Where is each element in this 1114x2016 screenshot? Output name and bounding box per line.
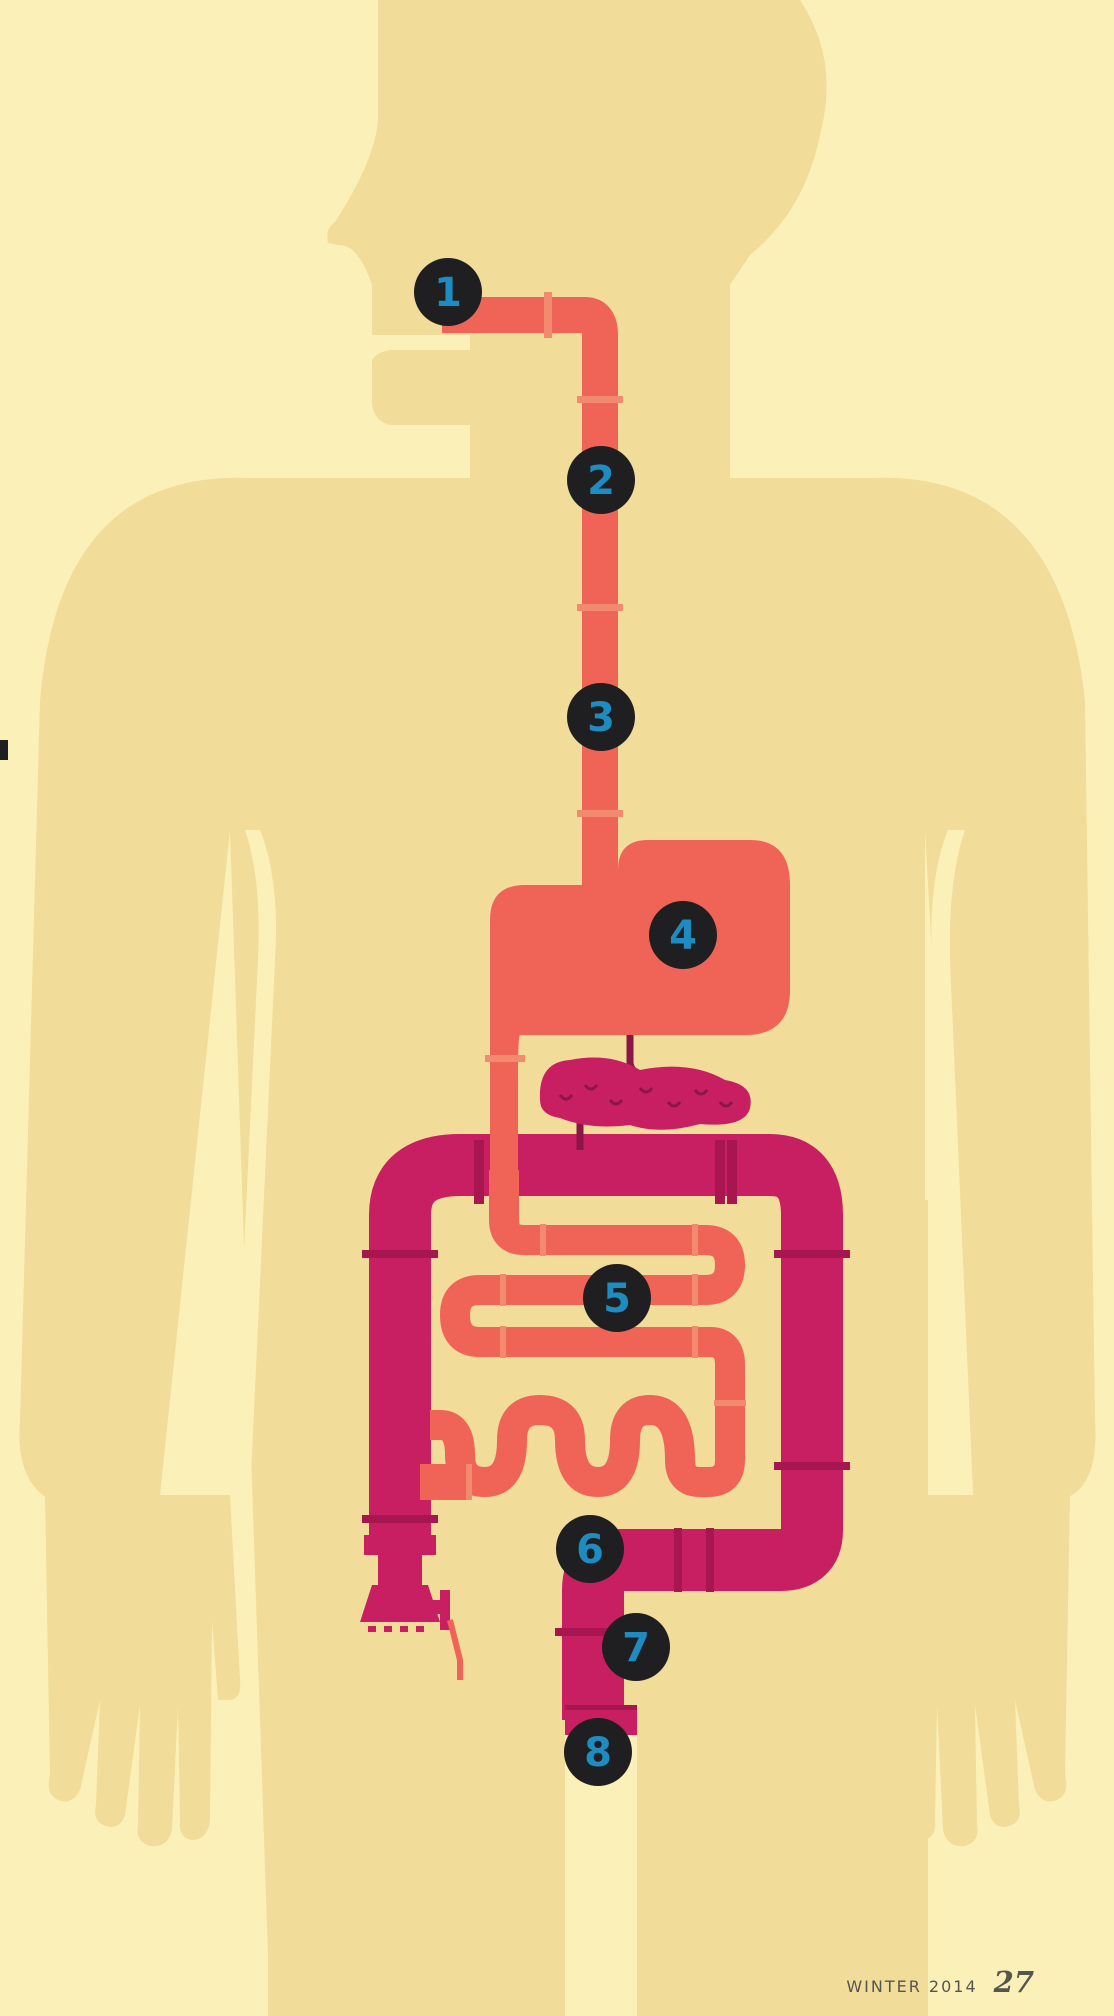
marker-7: 7 <box>602 1613 670 1681</box>
marker-5: 5 <box>583 1264 651 1332</box>
marker-8: 8 <box>564 1718 632 1786</box>
stomach-coupling <box>485 1055 525 1062</box>
svg-text:2: 2 <box>587 458 615 504</box>
outlet-flange-seam <box>565 1705 637 1710</box>
left-hand <box>45 1495 240 1846</box>
page-folio: WINTER 2014 27 <box>846 1965 1034 1999</box>
svg-text:7: 7 <box>622 1625 650 1671</box>
marker-6: 6 <box>556 1515 624 1583</box>
marker-1: 1 <box>414 258 482 326</box>
svg-text:3: 3 <box>587 695 615 741</box>
svg-text:5: 5 <box>603 1276 631 1322</box>
margin-tab <box>0 740 8 760</box>
issue-season: WINTER 2014 <box>846 1977 977 1996</box>
svg-text:6: 6 <box>576 1527 604 1573</box>
marker-2: 2 <box>567 446 635 514</box>
page-number: 27 <box>994 1965 1034 1999</box>
svg-text:4: 4 <box>669 913 697 959</box>
svg-text:1: 1 <box>434 270 462 316</box>
svg-text:8: 8 <box>584 1730 612 1776</box>
head <box>327 0 826 480</box>
marker-4: 4 <box>649 901 717 969</box>
marker-3: 3 <box>567 683 635 751</box>
